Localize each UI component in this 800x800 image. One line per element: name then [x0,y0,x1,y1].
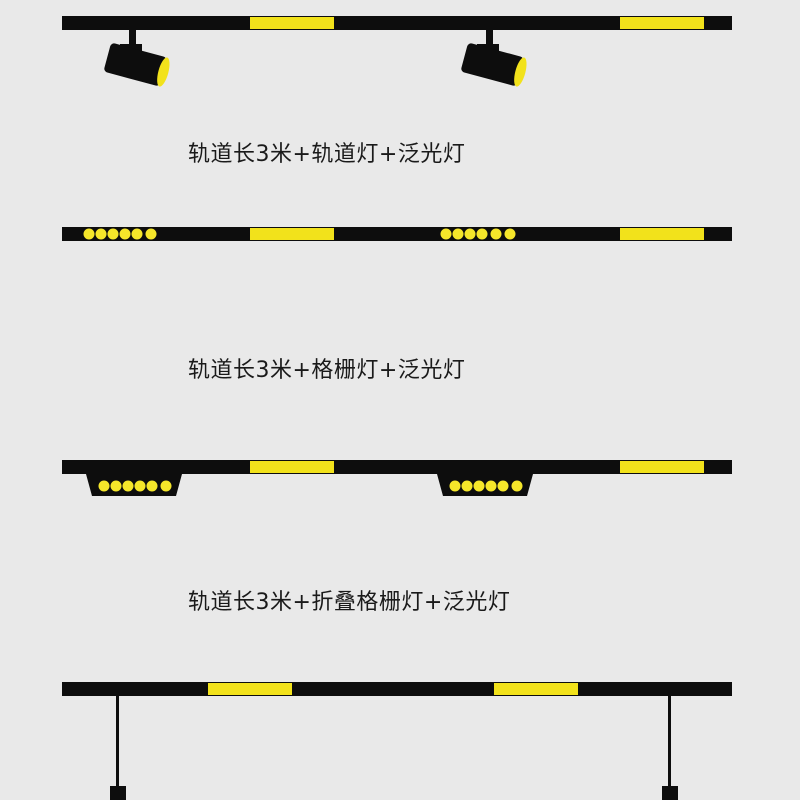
floodlight-strip [250,228,334,240]
folding-grille-light-icon [437,474,533,496]
floodlight-strip [620,17,704,29]
section-pendant-light [62,682,732,800]
track-rail [62,16,732,30]
floodlight-strip [620,228,704,240]
caption-track-spotlight: 轨道长3米+轨道灯+泛光灯 [188,142,466,167]
track-rail [62,460,732,474]
pendant-light-icon [662,696,678,800]
floodlight-strip [494,683,578,695]
section-folding-grille-light [62,460,732,496]
track-rail [62,227,732,241]
grille-light-icon [83,228,157,240]
caption-grille-light: 轨道长3米+格栅灯+泛光灯 [188,358,466,383]
floodlight-strip [620,461,704,473]
track-rail [62,682,732,696]
section-grille-light [62,227,732,241]
floodlight-strip [250,461,334,473]
grille-light-icon [440,228,516,240]
track-spotlight-icon [104,30,170,87]
section-track-spotlight [62,16,732,87]
caption-folding-grille-light: 轨道长3米+折叠格栅灯+泛光灯 [188,590,511,615]
pendant-light-icon [110,696,126,800]
folding-grille-light-icon [86,474,182,496]
track-spotlight-icon [461,30,527,87]
floodlight-strip [250,17,334,29]
floodlight-strip [208,683,292,695]
